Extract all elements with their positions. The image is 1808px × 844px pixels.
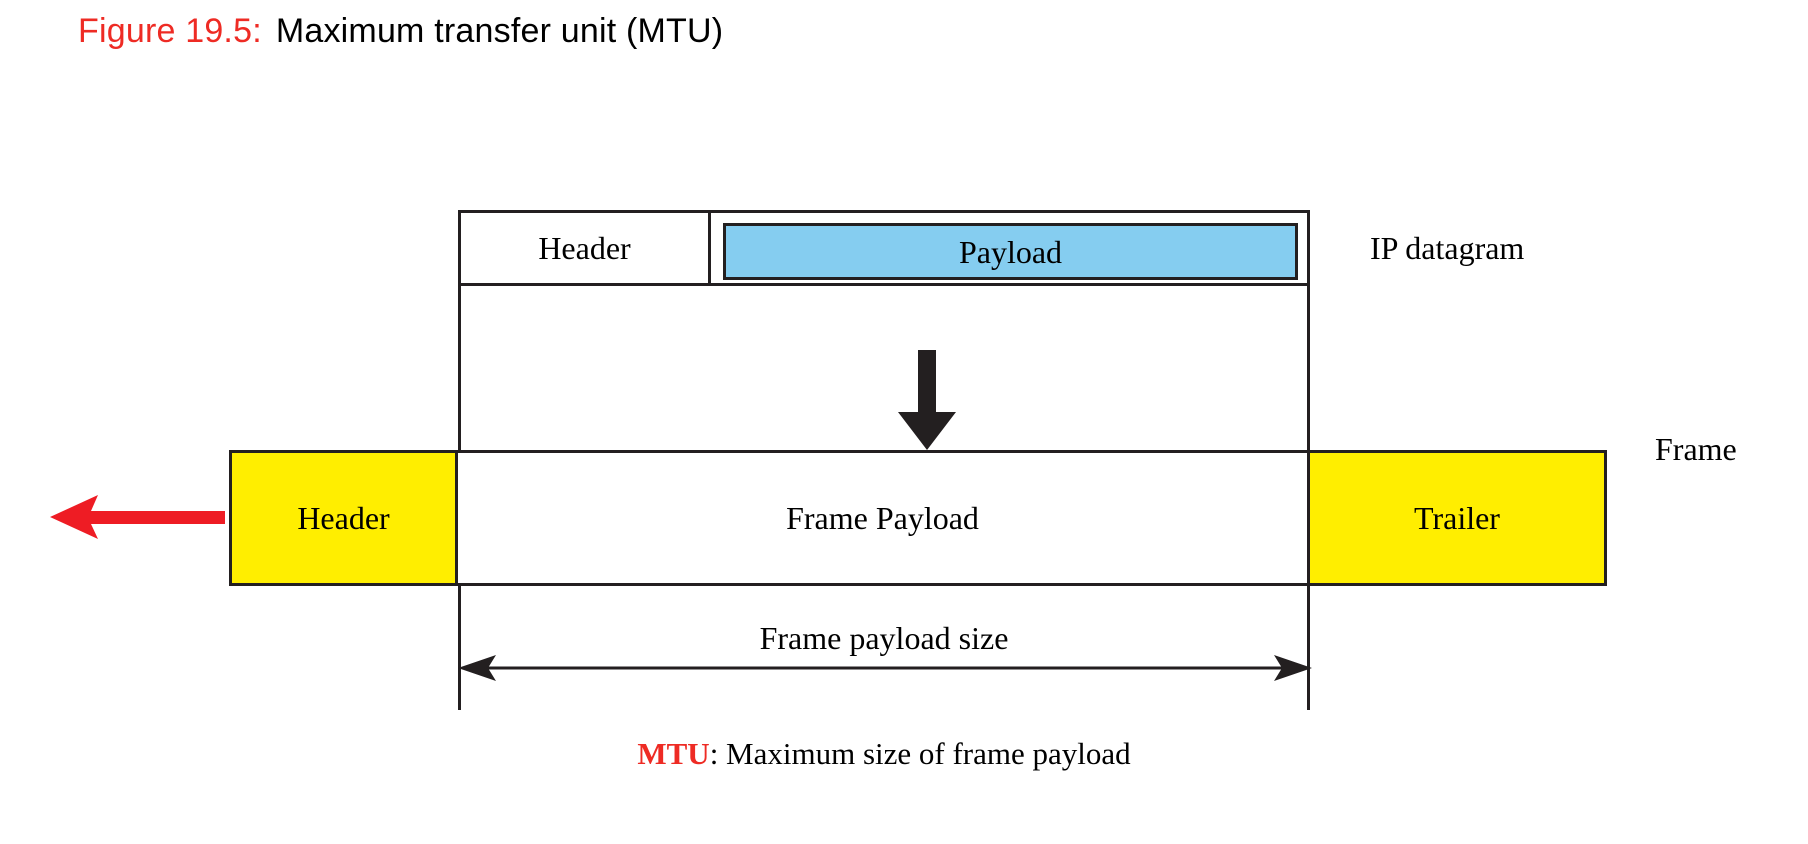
ip-datagram-payload-label: Payload [958,233,1063,270]
frame-row: Header Frame Payload Trailer [229,450,1607,586]
frame-header-label: Header [297,500,390,536]
connector-line-right-upper [1307,286,1310,451]
mtu-caption-key: MTU [637,736,710,771]
ip-datagram-header-cell: Header [461,213,711,283]
ip-datagram-payload-cell: Payload [711,213,1307,283]
dimension-guide-left [458,586,461,710]
frame-header-cell: Header [232,453,458,583]
frame-payload-label: Frame Payload [786,500,979,536]
dimension-guide-right [1307,586,1310,710]
ip-datagram-header-label: Header [538,230,631,266]
mtu-caption: MTU: Maximum size of frame payload [458,735,1310,772]
frame-side-label: Frame [1655,431,1737,467]
connector-line-left-upper [458,286,461,451]
frame-trailer-cell: Trailer [1310,453,1604,583]
ip-datagram-side-label: IP datagram [1370,230,1525,266]
figure-title-text: Maximum transfer unit (MTU) [275,12,724,50]
frame-trailer-label: Trailer [1414,500,1500,536]
left-arrow-icon [50,495,225,539]
page-title: Figure 19.5: Maximum transfer unit (MTU) [78,11,723,52]
double-headed-arrow-icon [458,655,1312,681]
mtu-caption-text: : Maximum size of frame payload [709,736,1131,771]
ip-datagram-payload-box: Payload [723,223,1298,280]
down-arrow-icon [898,350,956,450]
frame-payload-cell: Frame Payload [458,453,1310,583]
figure-number: Figure 19.5: [78,12,262,50]
ip-datagram-row: Header Payload [458,210,1310,286]
frame-payload-size-label: Frame payload size [759,620,1009,656]
